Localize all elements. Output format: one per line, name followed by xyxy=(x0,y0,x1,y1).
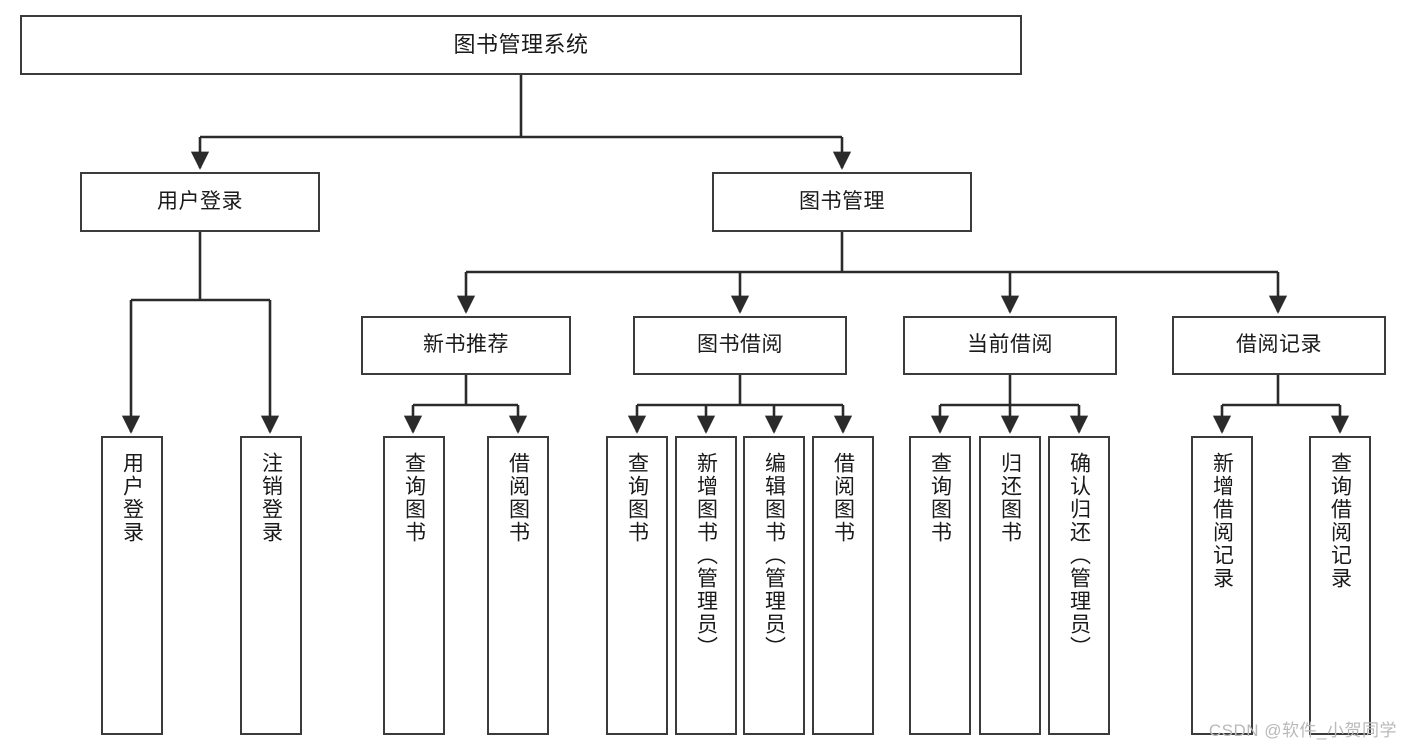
node-leaf-current-return[interactable]: 归还图书 xyxy=(979,436,1041,735)
node-user-login-label: 用户登录 xyxy=(157,189,243,213)
node-leaf-borrow-query-label: 查询图书 xyxy=(625,452,649,544)
node-current-borrow-label: 当前借阅 xyxy=(967,333,1053,357)
node-leaf-borrow-edit-label: 编辑图书（管理员） xyxy=(762,452,786,659)
node-leaf-logout-label: 注销登录 xyxy=(259,452,283,544)
node-leaf-user-login-label: 用户登录 xyxy=(120,452,144,544)
node-leaf-user-login[interactable]: 用户登录 xyxy=(101,436,163,735)
node-borrow-record[interactable]: 借阅记录 xyxy=(1172,316,1386,375)
node-leaf-current-confirm-return[interactable]: 确认归还（管理员） xyxy=(1048,436,1110,735)
node-new-book-recommend-label: 新书推荐 xyxy=(423,333,509,357)
node-leaf-record-add[interactable]: 新增借阅记录 xyxy=(1191,436,1253,735)
node-leaf-borrow-add[interactable]: 新增图书（管理员） xyxy=(675,436,737,735)
node-leaf-newbook-query-label: 查询图书 xyxy=(402,452,426,544)
node-leaf-borrow-book[interactable]: 借阅图书 xyxy=(812,436,874,735)
watermark-text: CSDN @软件_小贺同学 xyxy=(1208,721,1397,740)
node-leaf-borrow-query[interactable]: 查询图书 xyxy=(606,436,668,735)
node-book-management-label: 图书管理 xyxy=(799,189,885,213)
node-leaf-borrow-add-label: 新增图书（管理员） xyxy=(694,452,718,659)
node-leaf-current-query[interactable]: 查询图书 xyxy=(909,436,971,735)
node-leaf-record-query[interactable]: 查询借阅记录 xyxy=(1309,436,1371,735)
node-leaf-newbook-borrow-label: 借阅图书 xyxy=(506,452,530,544)
node-book-borrow-label: 图书借阅 xyxy=(697,333,783,357)
node-root-label: 图书管理系统 xyxy=(453,31,589,57)
node-leaf-newbook-query[interactable]: 查询图书 xyxy=(383,436,445,735)
node-book-management[interactable]: 图书管理 xyxy=(712,172,972,232)
node-leaf-current-confirm-return-label: 确认归还（管理员） xyxy=(1067,452,1091,659)
node-leaf-logout[interactable]: 注销登录 xyxy=(240,436,302,735)
node-new-book-recommend[interactable]: 新书推荐 xyxy=(361,316,571,375)
node-root[interactable]: 图书管理系统 xyxy=(20,15,1022,75)
node-leaf-record-query-label: 查询借阅记录 xyxy=(1328,452,1352,590)
node-leaf-newbook-borrow[interactable]: 借阅图书 xyxy=(487,436,549,735)
node-book-borrow[interactable]: 图书借阅 xyxy=(633,316,847,375)
node-leaf-borrow-book-label: 借阅图书 xyxy=(831,452,855,544)
node-current-borrow[interactable]: 当前借阅 xyxy=(903,316,1117,375)
node-borrow-record-label: 借阅记录 xyxy=(1236,333,1322,357)
node-leaf-borrow-edit[interactable]: 编辑图书（管理员） xyxy=(743,436,805,735)
node-leaf-current-return-label: 归还图书 xyxy=(998,452,1022,544)
node-user-login[interactable]: 用户登录 xyxy=(80,172,320,232)
node-leaf-current-query-label: 查询图书 xyxy=(928,452,952,544)
node-leaf-record-add-label: 新增借阅记录 xyxy=(1210,452,1234,590)
